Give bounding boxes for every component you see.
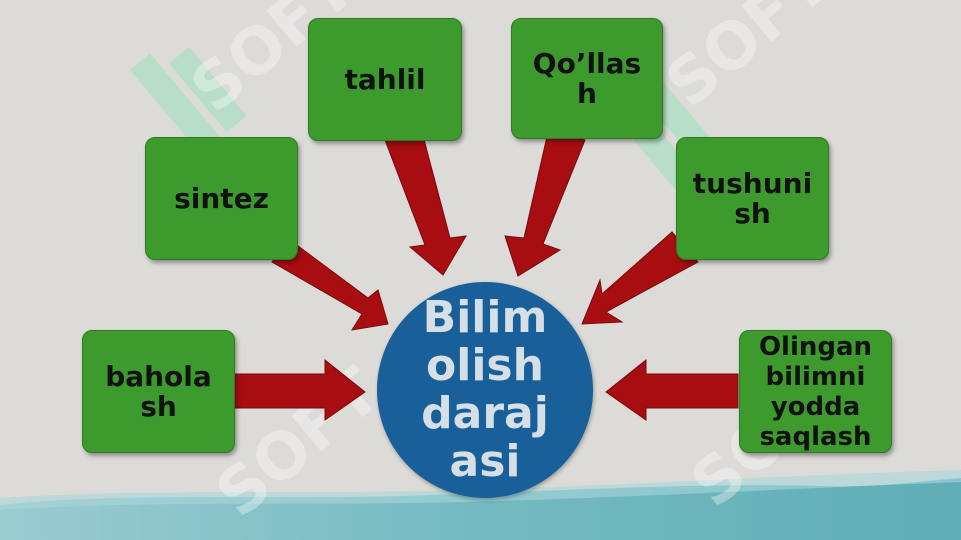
- node-olingan-label: Olingan bilimni yodda saqlash: [758, 331, 873, 452]
- arrow-from-sintez: [271, 239, 389, 331]
- arrow-from-baholash: [231, 358, 366, 421]
- arrow-from-tushunish: [581, 231, 699, 325]
- node-qollash-label: Qo’llas h: [532, 47, 642, 110]
- node-tahlil: tahlil: [308, 18, 462, 141]
- arrow-from-olingan: [605, 358, 739, 421]
- node-tushunish-label: tushuni sh: [692, 166, 813, 230]
- watercolor-wave: [0, 478, 961, 540]
- center-circle: Bilim olish daraj asi: [377, 282, 593, 498]
- node-baholash: bahola sh: [82, 330, 235, 453]
- arrow-from-qollash: [504, 131, 586, 277]
- node-tahlil-label: tahlil: [344, 62, 426, 96]
- node-tushunish: tushuni sh: [676, 137, 829, 260]
- node-qollash: Qo’llas h: [511, 18, 663, 139]
- watermark-logo-1: [130, 46, 247, 162]
- node-sintez: sintez: [145, 137, 298, 260]
- node-baholash-label: bahola sh: [105, 359, 212, 423]
- center-label: Bilim olish daraj asi: [421, 292, 549, 487]
- node-olingan: Olingan bilimni yodda saqlash: [739, 330, 892, 453]
- node-sintez-label: sintez: [174, 181, 269, 215]
- arrow-from-tahlil: [384, 131, 467, 276]
